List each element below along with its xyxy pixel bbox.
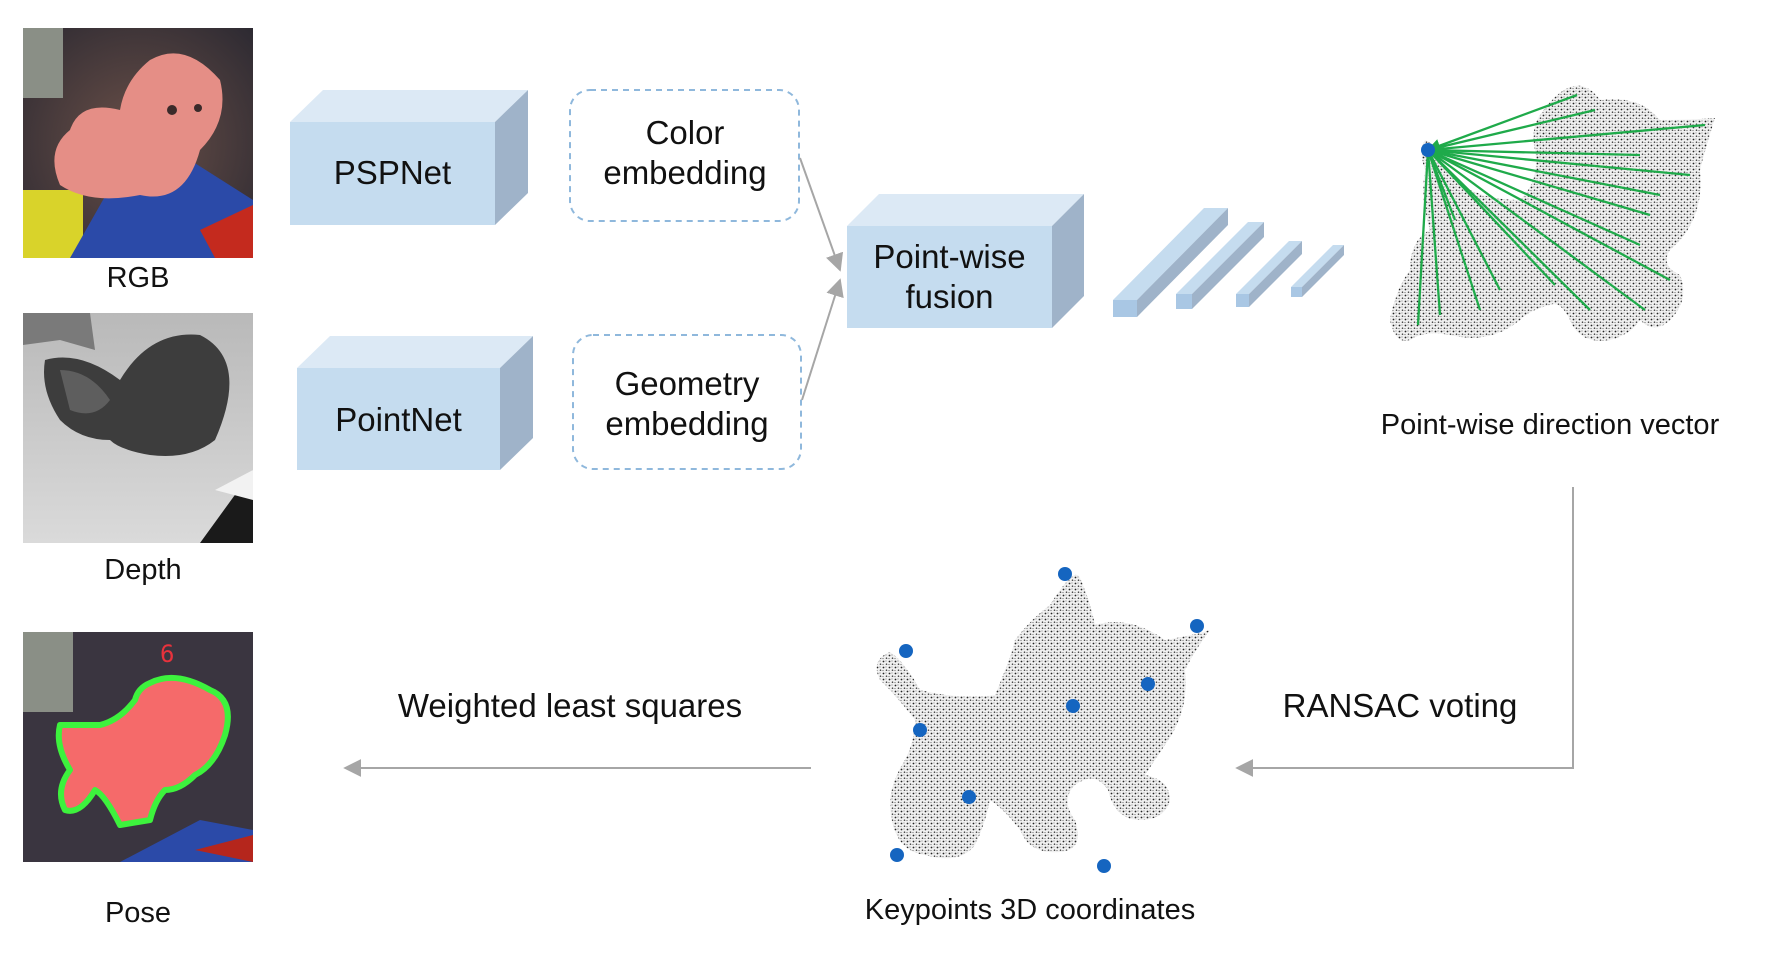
fusion-box	[847, 194, 1084, 328]
keypoints-cloud	[876, 567, 1210, 873]
pspnet-label: PSPNet	[333, 154, 452, 191]
direction-vector-label: Point-wise direction vector	[1380, 409, 1720, 441]
geometry-embedding-label: Geometry embedding	[605, 365, 769, 442]
pose-label: Pose	[104, 897, 172, 929]
direction-vector-cloud	[1390, 85, 1715, 341]
least-squares-label: Weighted least squares	[397, 687, 743, 724]
ransac-label: RANSAC voting	[1282, 687, 1518, 724]
depth-image	[23, 313, 253, 543]
rgb-image	[23, 28, 253, 258]
geometry-embedding-box	[572, 334, 802, 470]
fusion-label: Point-wise fusion	[873, 238, 1026, 315]
geometry-to-fusion-arrow	[801, 278, 844, 401]
pose-image	[23, 632, 253, 862]
keypoint-markers	[890, 567, 1204, 873]
direction-vectors	[1416, 93, 1706, 326]
pointnet-label: PointNet	[335, 401, 462, 438]
mlp-layers	[1113, 208, 1344, 317]
depth-label: Depth	[104, 554, 182, 586]
color-embedding-box	[569, 89, 800, 222]
color-embedding-label: Color embedding	[603, 114, 767, 191]
ransac-arrow	[1235, 487, 1574, 777]
color-to-fusion-arrow	[799, 157, 844, 272]
pose-overlay-number: 6	[160, 640, 175, 668]
keypoints-label: Keypoints 3D coordinates	[864, 894, 1196, 926]
pointnet-box	[297, 336, 533, 470]
pspnet-box	[290, 90, 528, 225]
rgb-label: RGB	[106, 262, 170, 294]
